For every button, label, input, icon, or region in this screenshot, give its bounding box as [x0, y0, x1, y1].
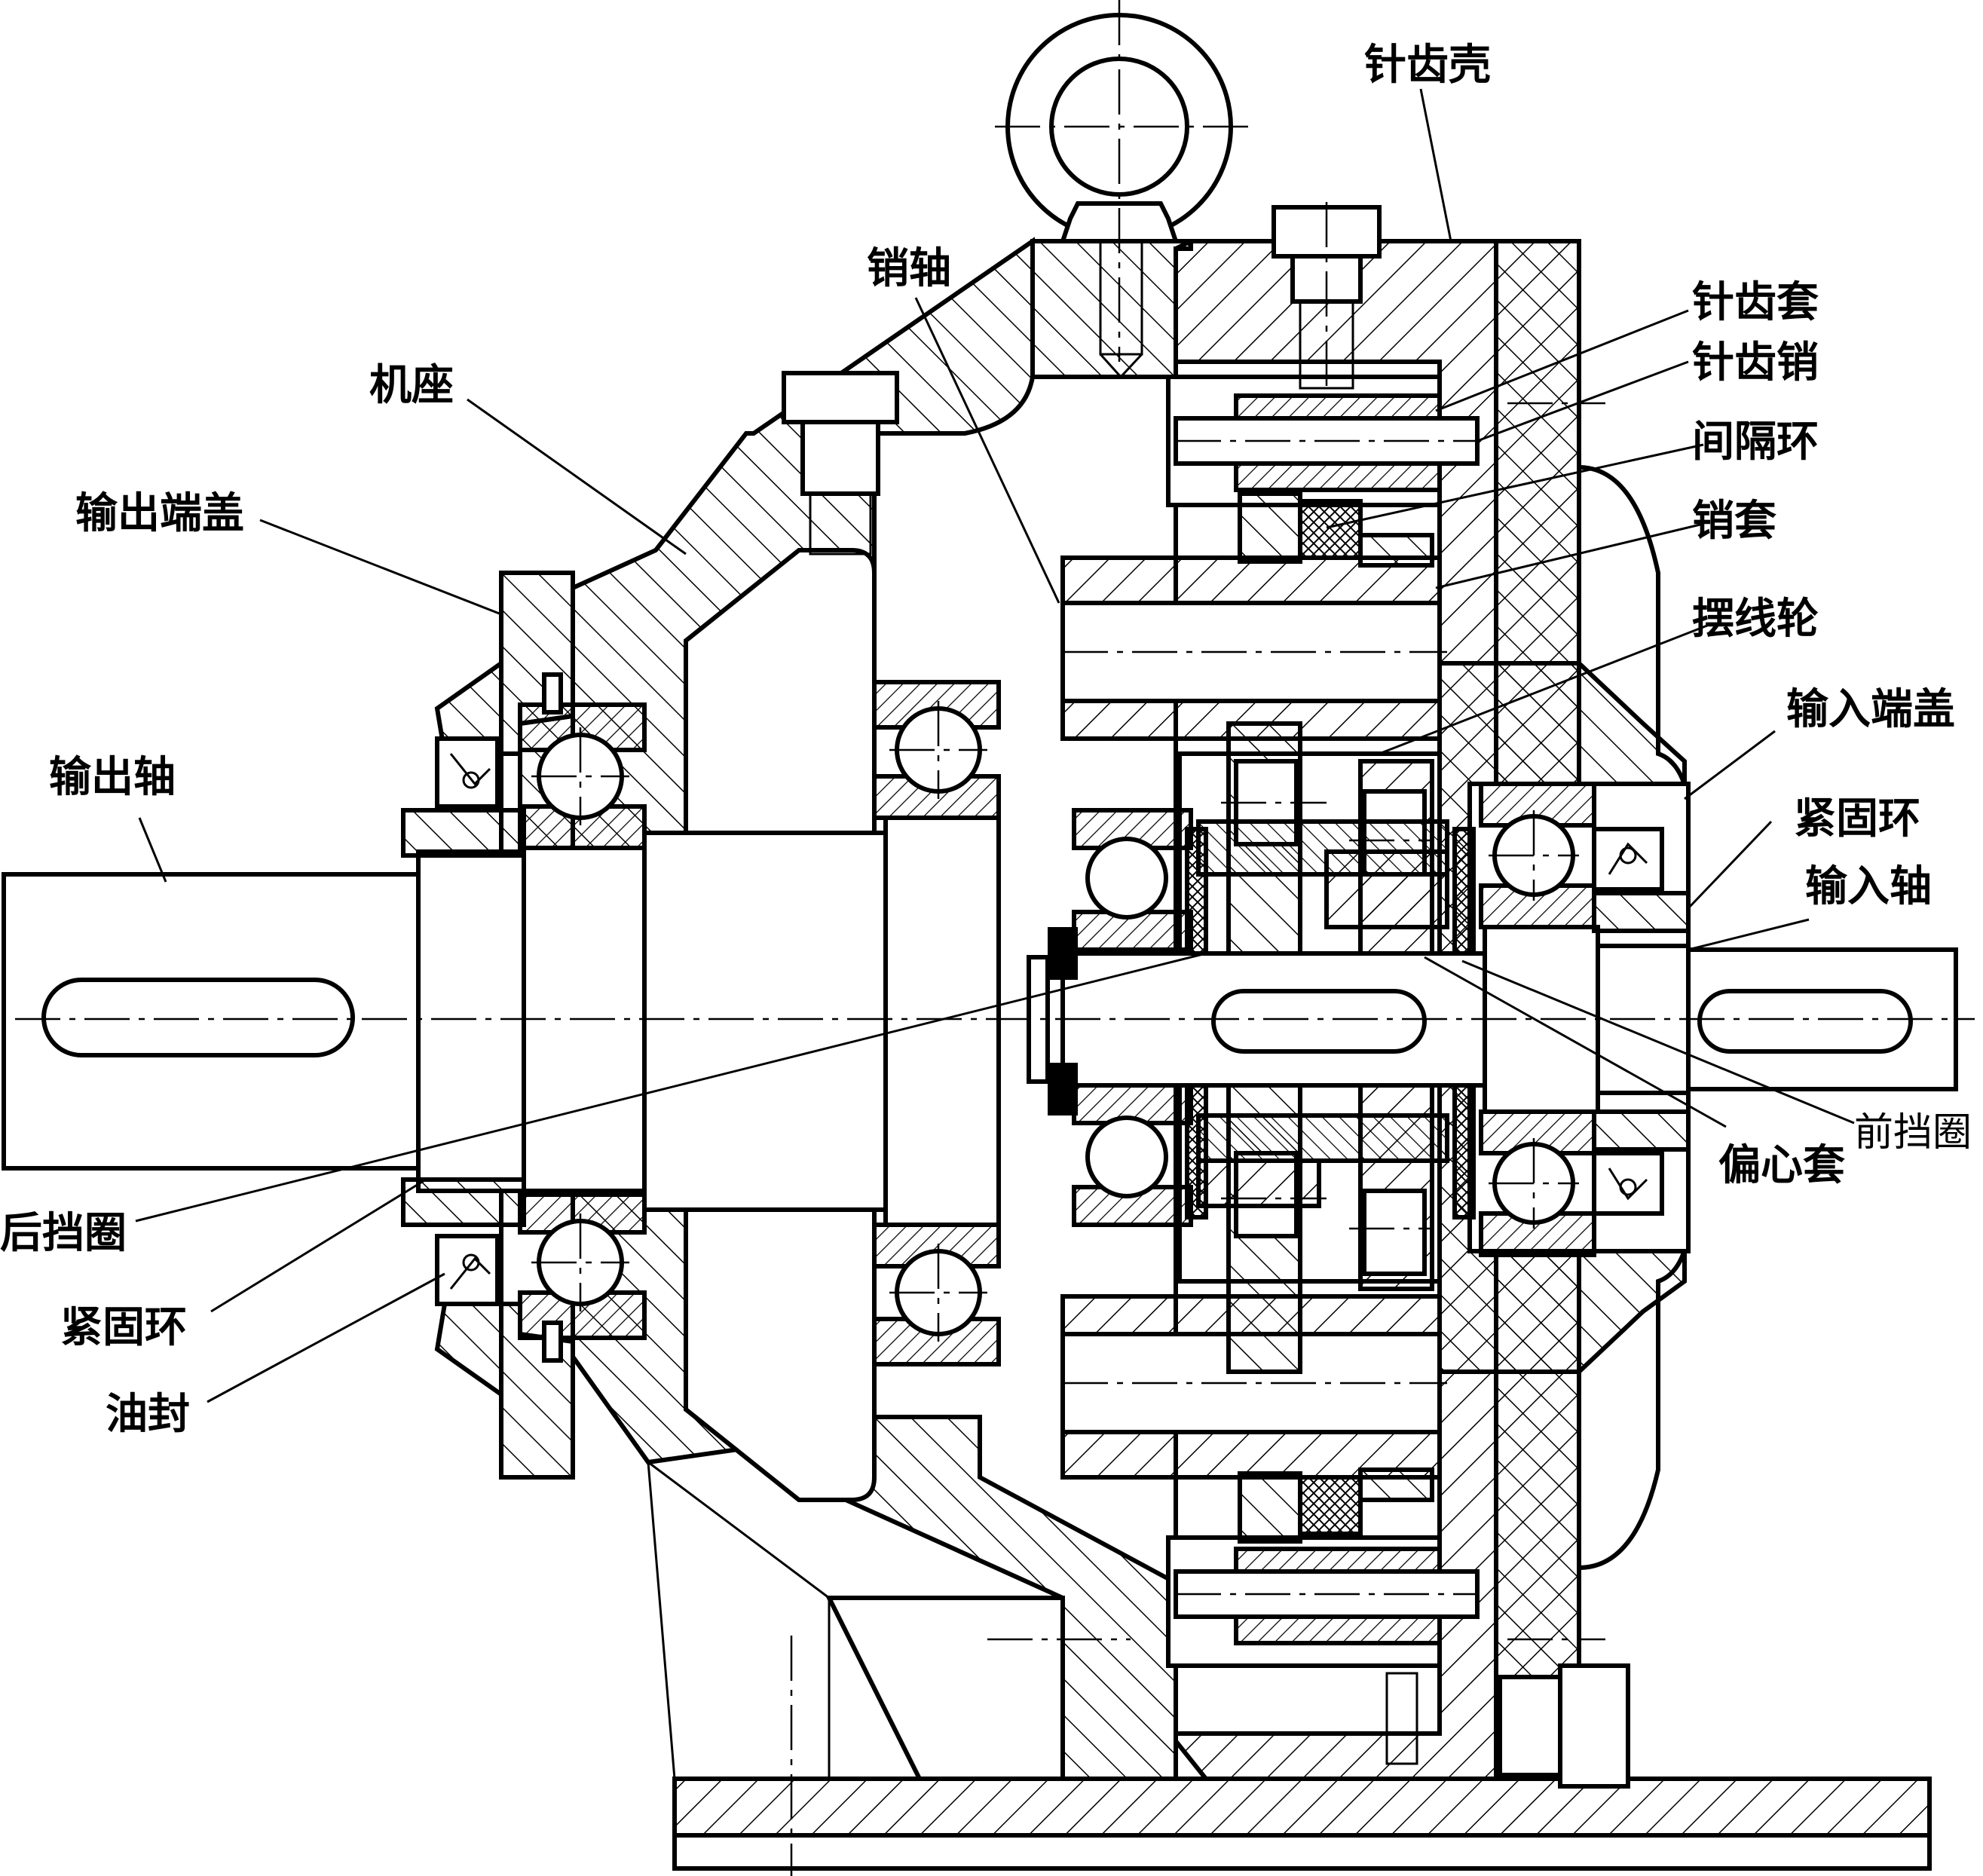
- bottom-bolt: [1385, 1663, 1630, 1789]
- label-oil-seal: 油封: [106, 1390, 190, 1439]
- label-input-end-cover: 输入端盖: [1786, 685, 1955, 734]
- eccentric-bearing-top: [1072, 808, 1193, 952]
- output-bearing-2-bottom: [872, 1223, 1001, 1366]
- label-output-shaft: 输出轴: [49, 753, 176, 802]
- output-shaft: [2, 816, 1001, 1227]
- pin-gear-top: [1174, 393, 1480, 568]
- labels: 针齿壳 针齿套 针齿销 间隔环 销套 摆线轮 输入端盖 紧固环 输入轴 前挡圈 …: [0, 41, 1972, 1439]
- fastening-ring-right: [1592, 891, 1691, 1152]
- base-plate: [672, 1777, 1932, 1871]
- label-base: 机座: [369, 361, 454, 410]
- left-bolt: [782, 371, 899, 555]
- label-pin-sleeve: 销套: [1692, 497, 1776, 546]
- label-spacer-ring: 间隔环: [1692, 418, 1819, 467]
- label-eccentric-sleeve: 偏心套: [1718, 1141, 1845, 1190]
- eccentric-sleeve: [1196, 819, 1449, 1208]
- label-pin-shaft: 销轴: [867, 244, 951, 293]
- label-cycloid-disc: 摆线轮: [1692, 595, 1819, 644]
- label-input-shaft: 输入轴: [1805, 862, 1932, 911]
- label-output-end-cover: 输出端盖: [75, 489, 244, 538]
- leader-lines: [135, 88, 1855, 1403]
- label-pin-gear-pin: 针齿销: [1692, 338, 1819, 387]
- pin-gear-bottom: [1174, 1467, 1480, 1645]
- eccentric-bearing-bottom: [1072, 1083, 1193, 1227]
- retaining-rings: [1185, 827, 1476, 1220]
- label-pin-gear-sleeve: 针齿套: [1692, 278, 1819, 327]
- label-rear-retaining-ring: 后挡圈: [0, 1209, 127, 1258]
- oil-seal-right: [1592, 827, 1664, 1216]
- label-front-retaining-ring: 前挡圈: [1854, 1110, 1972, 1155]
- fastening-ring-left: [401, 808, 526, 1227]
- label-fastening-ring-left: 紧固环: [60, 1303, 187, 1352]
- label-fastening-ring-right: 紧固环: [1794, 794, 1920, 843]
- output-bearing-2-top: [872, 680, 1001, 820]
- output-bearing-top: [518, 702, 647, 850]
- oil-seal-left: [435, 672, 563, 1363]
- center-lines: [15, 0, 1975, 1876]
- shaft-seal-blocks: [1027, 927, 1078, 1116]
- label-pin-gear-housing: 针齿壳: [1364, 41, 1491, 90]
- output-bearing-bottom: [518, 1189, 647, 1340]
- pin-shaft-top: [1060, 555, 1442, 741]
- pin-shaft-bottom: [1060, 1294, 1442, 1480]
